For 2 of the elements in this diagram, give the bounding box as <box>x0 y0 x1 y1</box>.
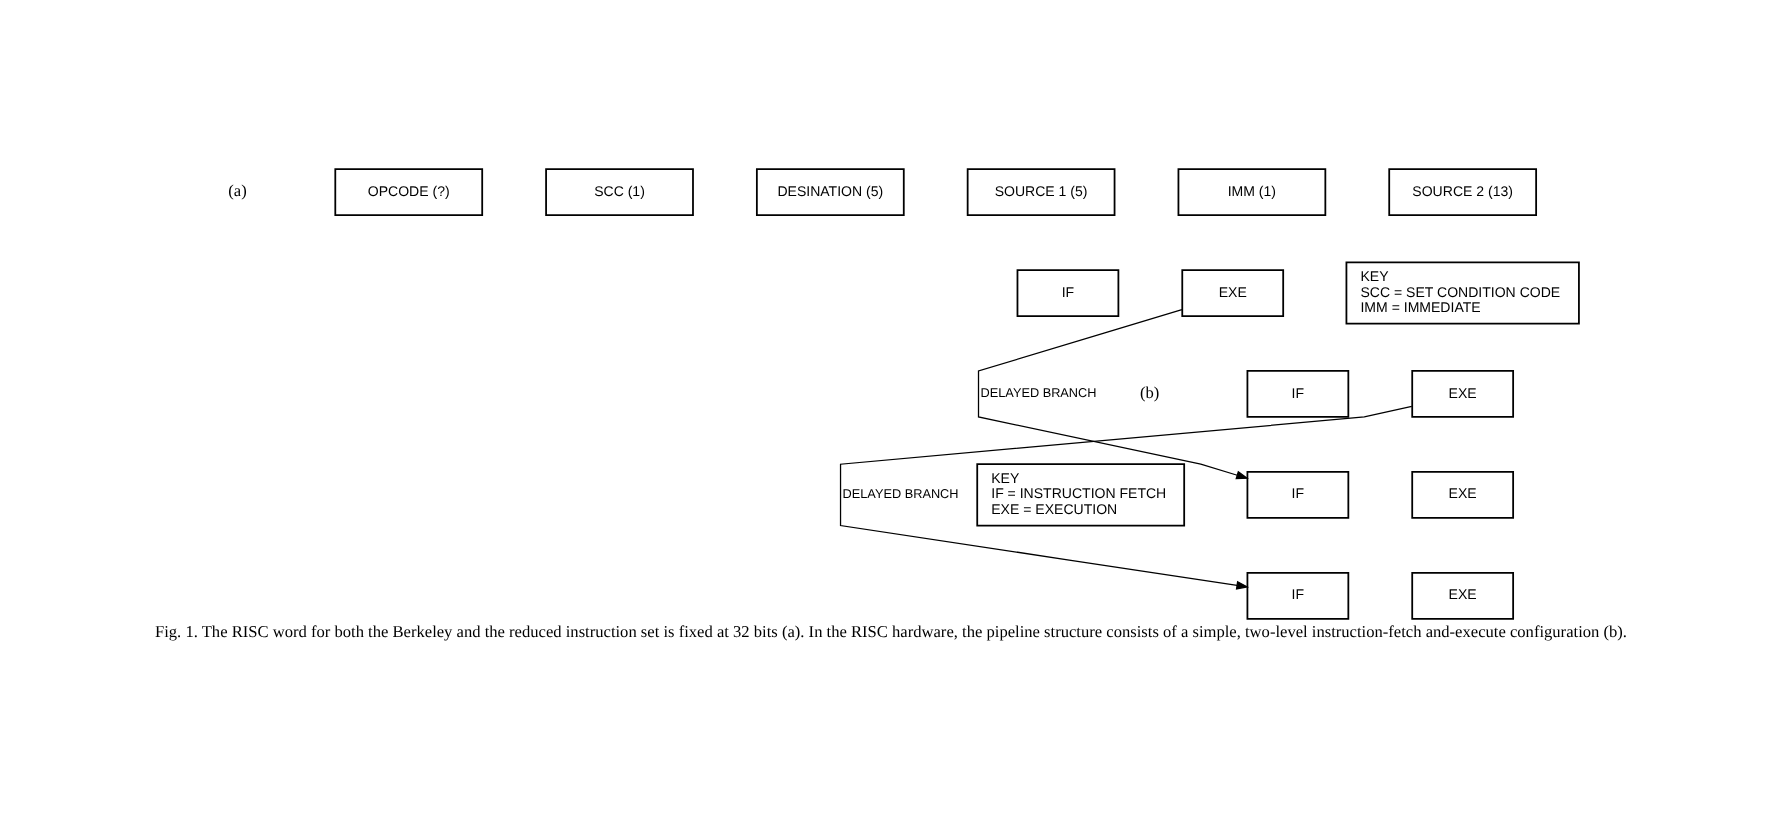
arrow <box>976 308 1248 479</box>
arrow <box>838 404 1412 589</box>
